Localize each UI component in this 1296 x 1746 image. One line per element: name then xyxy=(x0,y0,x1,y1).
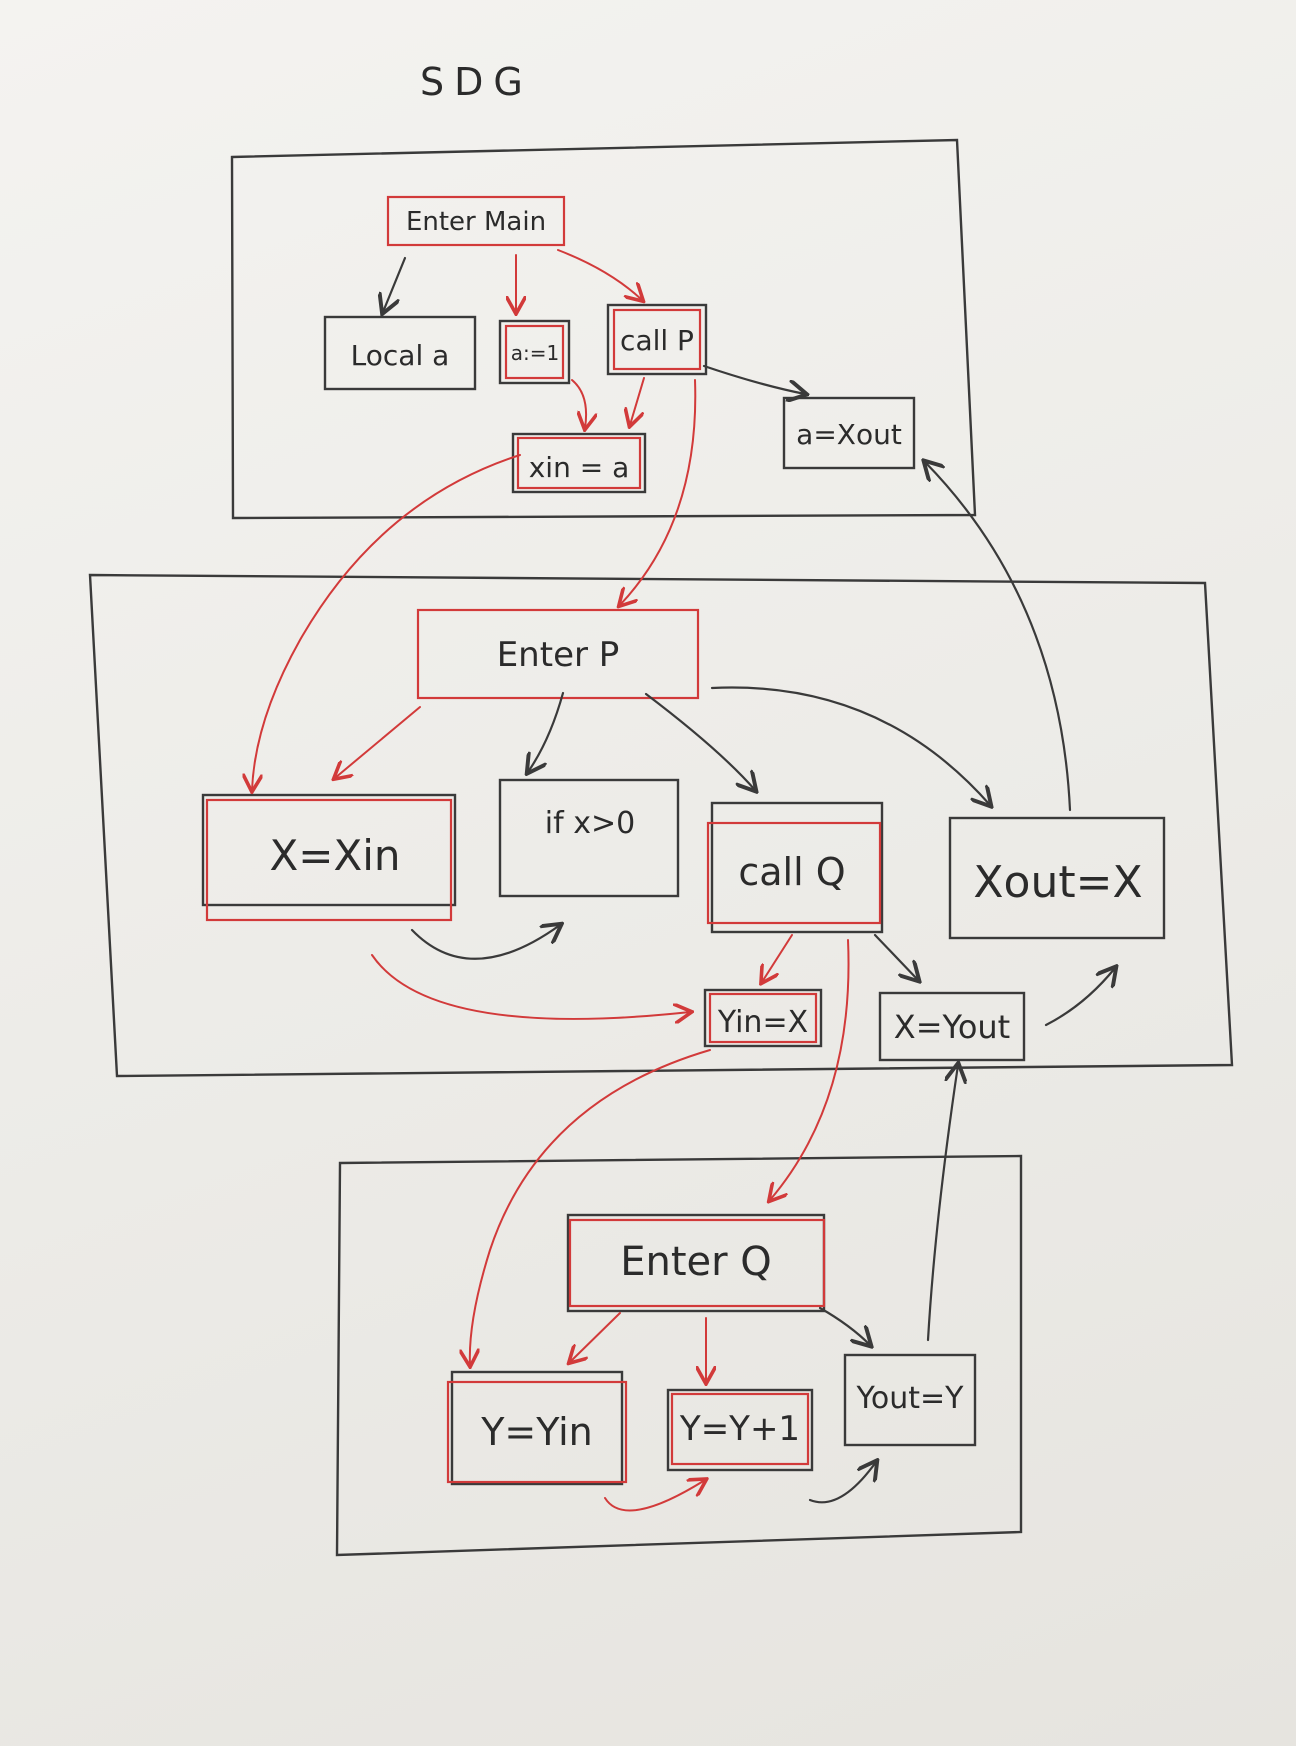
edge-xin-xassign xyxy=(252,454,521,790)
node-x-assign-label: X=Xin xyxy=(269,831,400,880)
edge-entermain-local xyxy=(383,256,407,312)
node-enter-q: Enter Q xyxy=(566,1213,826,1313)
node-y-inc: Y=Y+1 xyxy=(666,1388,814,1472)
node-x-yout-label: X=Yout xyxy=(894,1008,1010,1046)
node-a-assign-label: a:=1 xyxy=(511,341,559,365)
edge-callp-xin xyxy=(630,377,645,425)
node-x-in-label: xin = a xyxy=(529,451,630,484)
node-call-p: call P xyxy=(606,303,708,376)
node-x-out: Xout=X xyxy=(948,816,1166,940)
edge-yin-yassign xyxy=(470,1049,711,1365)
node-call-q: call Q xyxy=(706,801,884,934)
p-procedure-frame xyxy=(88,573,1234,1078)
node-y-out: Yout=Y xyxy=(843,1353,977,1447)
edge-entermain-callp xyxy=(557,249,642,300)
node-enter-p: Enter P xyxy=(416,608,700,700)
edge-xassign-yin xyxy=(371,954,690,1019)
edge-callp-enterp xyxy=(620,379,697,605)
node-enter-main: Enter Main xyxy=(386,195,566,247)
node-a-out: a=Xout xyxy=(782,396,916,470)
node-a-out-label: a=Xout xyxy=(796,418,902,451)
edge-yinc-yout xyxy=(808,1462,876,1504)
node-local-a-label: Local a xyxy=(351,339,450,372)
node-y-inc-label: Y=Y+1 xyxy=(679,1409,800,1449)
node-a-assign: a:=1 xyxy=(498,319,571,385)
edge-enterp-xout xyxy=(710,686,990,805)
edge-aassign-xin xyxy=(571,379,586,428)
node-enter-main-label: Enter Main xyxy=(406,207,546,237)
edge-enterq-yout xyxy=(818,1306,870,1345)
edge-callq-yin xyxy=(762,934,793,982)
edge-xout-aout xyxy=(925,462,1072,812)
node-y-out-label: Yout=Y xyxy=(856,1381,965,1416)
edge-yout-xyout xyxy=(926,1065,958,1342)
main-procedure-frame xyxy=(230,138,977,520)
node-enter-q-label: Enter Q xyxy=(620,1239,772,1285)
node-if-label: if x>0 xyxy=(545,806,635,841)
edge-callq-enterq xyxy=(770,939,850,1200)
edge-enterp-callq xyxy=(644,692,755,790)
node-x-yout: X=Yout xyxy=(878,991,1026,1062)
node-call-q-label: call Q xyxy=(738,850,845,894)
node-x-assign: X=Xin xyxy=(201,793,457,922)
edge-enterp-xassign xyxy=(335,706,421,778)
edge-yassign-yinc xyxy=(604,1480,705,1512)
node-y-assign: Y=Yin xyxy=(446,1370,628,1486)
edge-enterp-if xyxy=(528,691,565,772)
node-enter-p-label: Enter P xyxy=(497,635,620,675)
node-y-in-label: Yin=X xyxy=(717,1005,808,1040)
node-x-out-label: Xout=X xyxy=(973,857,1142,908)
edge-callp-aout xyxy=(702,364,805,394)
q-procedure-frame xyxy=(335,1154,1023,1557)
node-call-p-label: call P xyxy=(620,324,694,357)
edge-enterq-yassign xyxy=(570,1312,621,1362)
edge-xassign-if xyxy=(410,925,560,960)
node-local-a: Local a xyxy=(323,315,477,391)
node-y-assign-label: Y=Yin xyxy=(480,1410,593,1454)
edge-callq-xyout xyxy=(873,933,918,980)
edge-xyout-xout xyxy=(1044,968,1115,1027)
node-y-in: Yin=X xyxy=(703,988,823,1048)
diagram-title: SDG xyxy=(420,60,533,104)
node-x-in: xin = a xyxy=(511,432,647,494)
node-if: if x>0 xyxy=(498,778,680,898)
